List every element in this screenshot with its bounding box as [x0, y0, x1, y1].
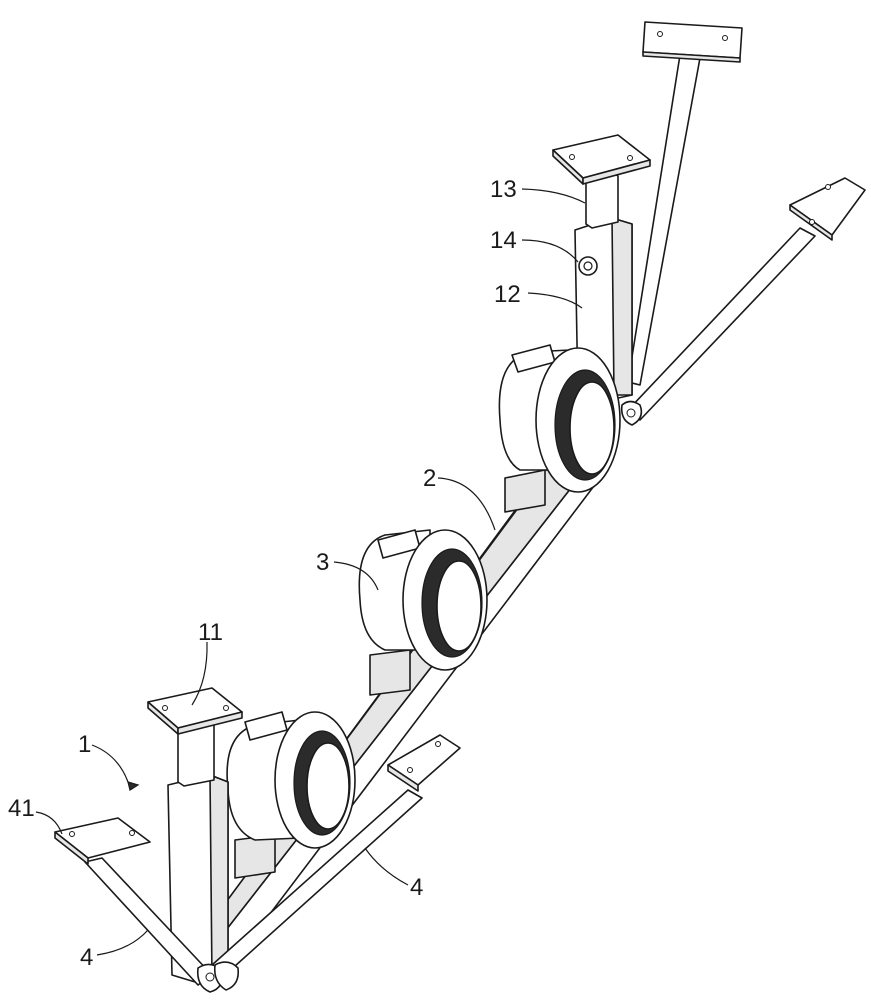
upper-rear-strut [627, 21, 743, 386]
label-41: 41 [8, 795, 35, 822]
label-13: 13 [490, 176, 517, 203]
leader-lines [35, 188, 586, 956]
label-2: 2 [423, 465, 436, 492]
label-4-left: 4 [80, 944, 93, 971]
label-4-right: 4 [410, 874, 423, 901]
lower-column [147, 687, 243, 986]
upper-clamp [498, 344, 621, 513]
adjust-knob-14 [578, 256, 598, 276]
middle-clamp [358, 529, 488, 696]
part-labels: 13 14 12 2 3 11 1 41 4 4 [8, 176, 521, 971]
label-11: 11 [198, 619, 223, 646]
lower-struts [54, 734, 461, 993]
label-14: 14 [490, 227, 517, 254]
right-strut [620, 177, 866, 426]
lower-clamp [226, 711, 356, 879]
label-1: 1 [78, 731, 91, 758]
label-12: 12 [494, 281, 521, 308]
label-3: 3 [316, 549, 329, 576]
